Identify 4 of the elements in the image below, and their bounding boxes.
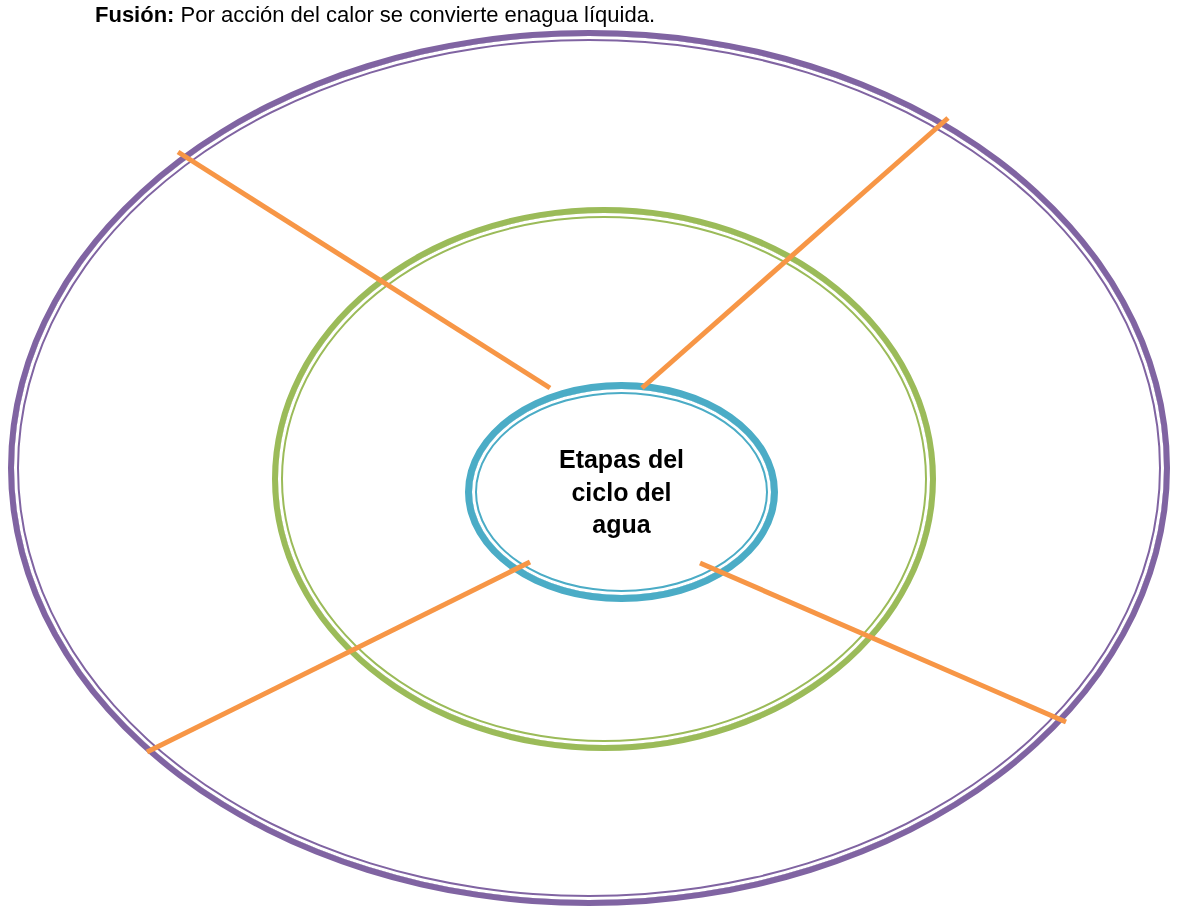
middle-ellipse (272, 207, 936, 751)
note-text: Fusión: Por acción del calor se convierte enagua líquida. (95, 2, 656, 28)
center-label: Etapas del ciclo del agua (557, 444, 686, 541)
outer-ellipse (8, 30, 1170, 906)
